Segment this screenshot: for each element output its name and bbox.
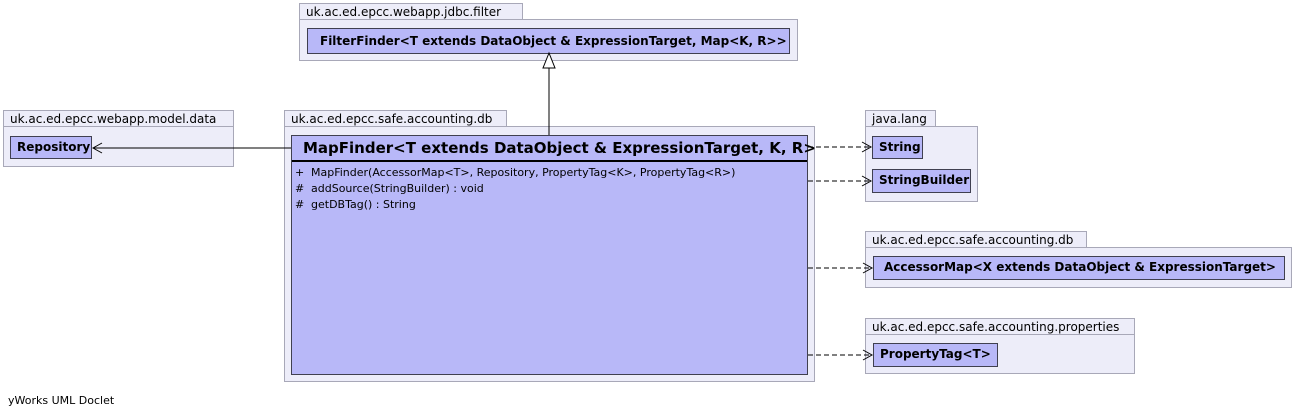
member-add-source: #addSource(StringBuilder) : void [295, 182, 484, 195]
package-tab-java-lang: java.lang [865, 110, 936, 127]
package-tab-model-data: uk.ac.ed.epcc.webapp.model.data [3, 110, 234, 127]
package-tab-jdbc-filter: uk.ac.ed.epcc.webapp.jdbc.filter [299, 3, 523, 20]
member-get-db-tag: #getDBTag() : String [295, 198, 416, 211]
class-string[interactable]: String [872, 136, 923, 159]
footer-credit: yWorks UML Doclet [8, 394, 115, 407]
package-tab-accounting-db: uk.ac.ed.epcc.safe.accounting.db [284, 110, 507, 127]
class-property-tag[interactable]: PropertyTag<T> [873, 343, 998, 367]
package-tab-accounting-properties: uk.ac.ed.epcc.safe.accounting.properties [865, 318, 1135, 335]
generalization-arrowhead [542, 51, 556, 69]
package-tab-accounting-db-2: uk.ac.ed.epcc.safe.accounting.db [865, 231, 1087, 248]
map-finder-title: MapFinder<T extends DataObject & Express… [292, 136, 816, 162]
class-string-builder[interactable]: StringBuilder [872, 169, 971, 193]
map-finder-members: +MapFinder(AccessorMap<T>, Repository, P… [292, 162, 807, 213]
class-accessor-map[interactable]: AccessorMap<X extends DataObject & Expre… [873, 256, 1285, 280]
class-map-finder[interactable]: MapFinder<T extends DataObject & Express… [291, 135, 816, 375]
class-repository[interactable]: Repository [10, 136, 92, 159]
member-constructor: +MapFinder(AccessorMap<T>, Repository, P… [295, 166, 736, 179]
